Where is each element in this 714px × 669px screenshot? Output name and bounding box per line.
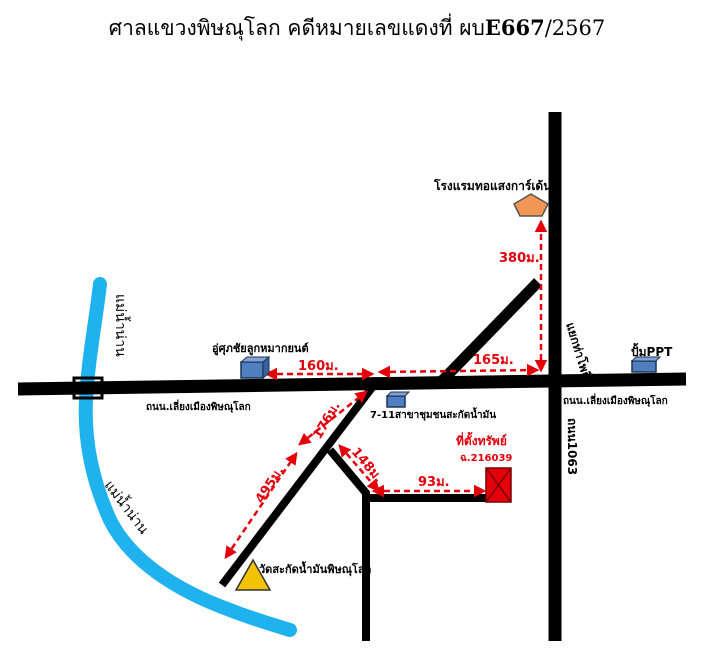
seven-eleven-label: 7-11สาขาชุมชนสะกัดน้ำมัน xyxy=(370,407,496,421)
road-branch xyxy=(326,447,370,641)
gas-station-label: ปั้มPPT xyxy=(631,342,673,359)
temple-label: วัดสะกัดน้ำมันพิษณุโลก xyxy=(259,561,372,577)
distance-label-93: 93ม. xyxy=(418,475,450,490)
distance-label-380: 380ม. xyxy=(499,251,540,266)
deed-number-label: ฉ.216039 xyxy=(460,453,512,464)
map-title: ศาลแขวงพิษณุโลก คดีหมายเลขแดงที่ ผบE667/… xyxy=(0,12,714,45)
bridge-icon xyxy=(72,376,104,400)
road-label-left: ถนน.เลี่ยงเมืองพิษณุโลก xyxy=(146,399,251,413)
temple-icon xyxy=(234,558,272,591)
arrow-495 xyxy=(224,451,298,560)
river-nan xyxy=(78,277,297,637)
arrow-165 xyxy=(377,363,540,379)
title-case-year: /2567 xyxy=(544,16,606,40)
title-case-number: E667 xyxy=(484,15,545,40)
arrow-176 xyxy=(298,390,368,446)
river-label-top: แม่น้ำน่าน xyxy=(112,294,131,357)
gas-station-building-icon xyxy=(630,356,662,373)
property-title-label: ที่ตั้งทรัพย์ xyxy=(456,431,507,448)
distance-label-160: 160ม. xyxy=(298,359,339,374)
car-shop-building-icon xyxy=(239,355,271,380)
title-prefix: ศาลแขวงพิษณุโลก คดีหมายเลขแดงที่ ผบ xyxy=(108,16,485,40)
distance-label-165: 165ม. xyxy=(473,353,514,368)
road-bypass xyxy=(17,372,687,396)
hotel-icon xyxy=(513,193,549,217)
road-label-right: ถนน.เลี่ยงเมืองพิษณุโลก xyxy=(563,393,668,407)
hotel-label: โรงแรมทอแสงการ์เด้น xyxy=(433,178,552,193)
distance-arrows xyxy=(224,219,548,560)
car-shop-label: อู่ศุภชัยลูกหมากยนต์ xyxy=(212,342,309,356)
property-marker-icon xyxy=(485,467,512,503)
road-diagonal-sw xyxy=(218,382,378,588)
intersection-label: แยกท่าโพธิ์ xyxy=(563,320,596,382)
highway-label: ถนน1063 xyxy=(565,418,579,475)
seven-eleven-building-icon xyxy=(385,391,411,408)
